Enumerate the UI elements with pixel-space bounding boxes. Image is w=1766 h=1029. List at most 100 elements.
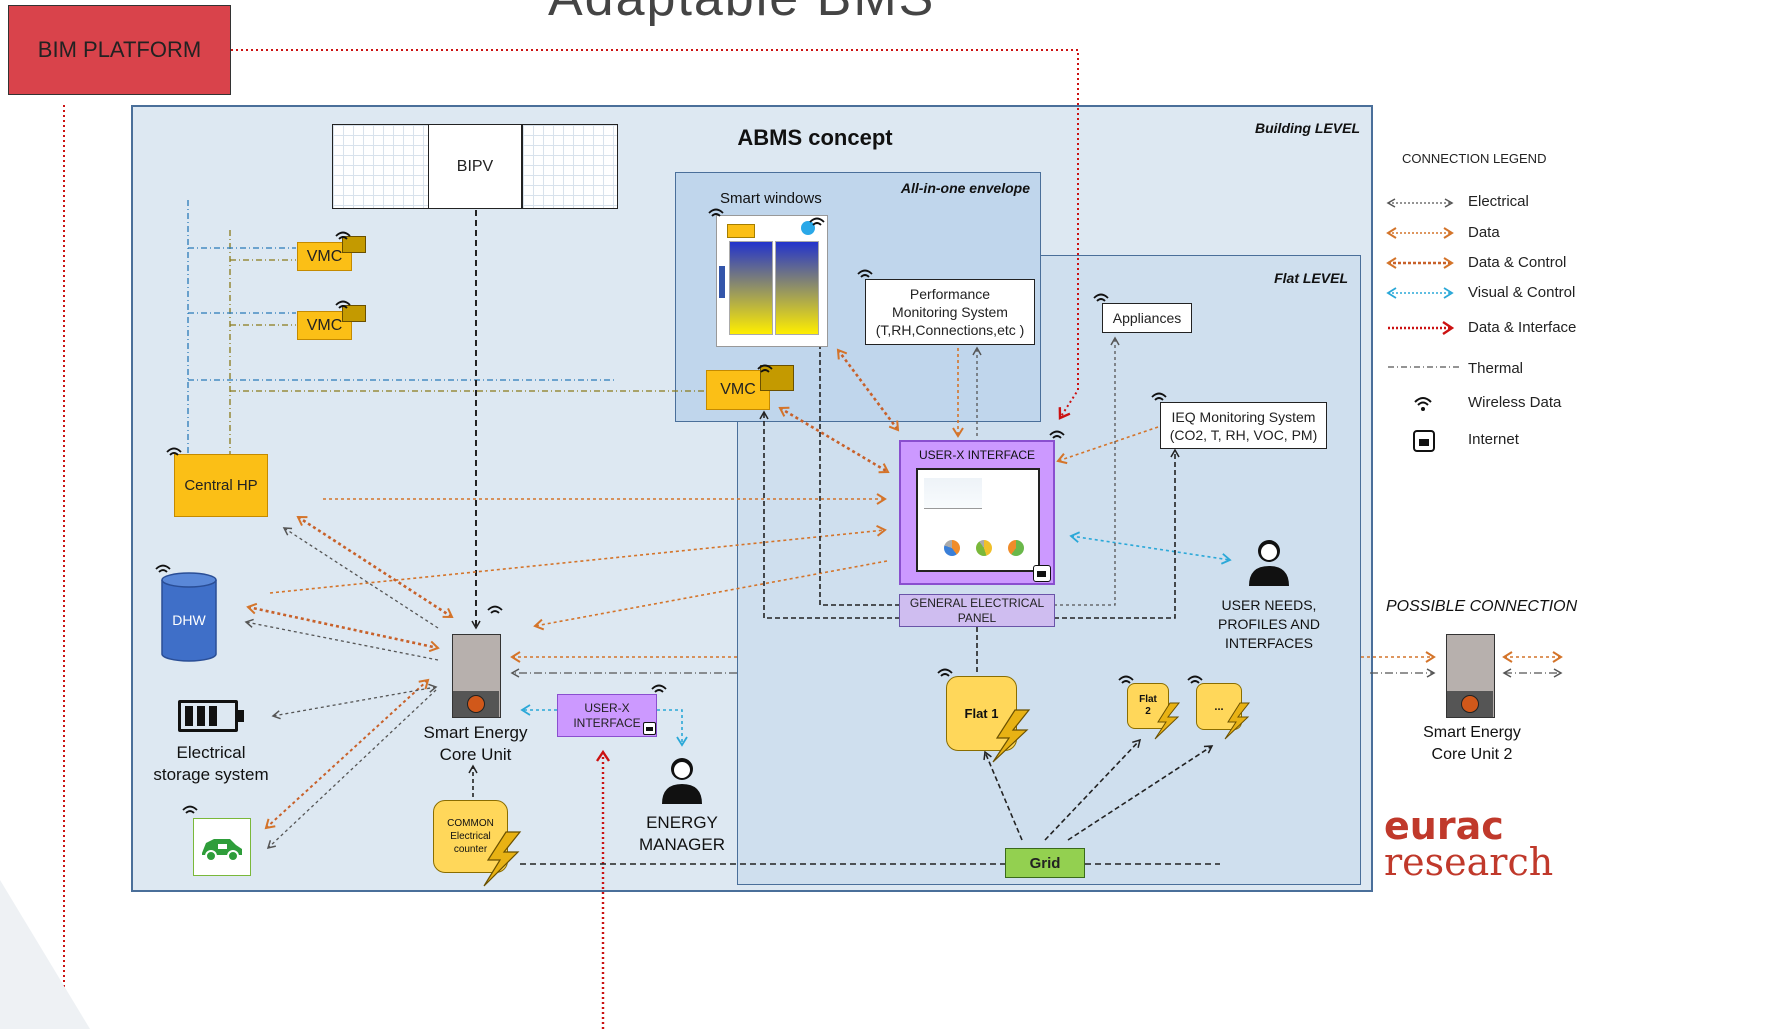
flat-label: ... (1214, 700, 1224, 713)
ethernet-icon (1033, 565, 1051, 582)
vmc-label: VMC (306, 247, 343, 265)
pms-line: Performance (909, 286, 991, 302)
secu2-line: Core Unit 2 (1431, 746, 1513, 763)
appliances-label: Appliances (1112, 310, 1182, 326)
central-hp-box[interactable]: Central HP (174, 454, 268, 517)
smart-energy-core-unit-label: Smart Energy Core Unit (408, 722, 543, 766)
legend-item: Data & Interface (1468, 319, 1577, 336)
user-needs-avatar (1245, 536, 1293, 588)
wifi-icon (155, 208, 1203, 814)
bipv-label: BIPV (429, 125, 521, 208)
user-x-interface-main[interactable]: USER-X INTERFACE (899, 440, 1055, 585)
legend-item: Thermal (1468, 360, 1524, 377)
secu-line: Smart Energy (423, 723, 528, 742)
smart-energy-core-unit-2[interactable] (1446, 634, 1495, 718)
ethernet-icon (643, 722, 656, 735)
flat-1[interactable]: Flat 1 (946, 676, 1017, 751)
legend-item: Electrical (1468, 193, 1529, 210)
performance-monitoring-box[interactable]: Performance Monitoring System (T,RH,Conn… (865, 279, 1035, 345)
user-x-interface-label: USER-X INTERFACE (918, 448, 1035, 462)
em-line: ENERGY (646, 813, 718, 832)
gep-line: PANEL (957, 610, 997, 625)
logo-line-2: research (1384, 840, 1554, 884)
pie-icon (976, 540, 992, 556)
dhw-label: DHW (172, 612, 206, 628)
smart-window[interactable] (716, 215, 828, 347)
flat-label: Flat 1 (964, 706, 999, 721)
general-electrical-panel[interactable]: GENERAL ELECTRICAL PANEL (899, 594, 1055, 627)
wifi-icon (1414, 397, 1432, 411)
cc-line: counter (453, 844, 488, 855)
lightning-icon (483, 831, 522, 887)
smart-energy-core-unit-2-label: Smart Energy Core Unit 2 (1402, 722, 1542, 766)
window-actuator (727, 224, 755, 238)
abms-concept-title: ABMS concept (737, 125, 893, 150)
un-line: USER NEEDS, (1221, 597, 1317, 613)
vmc-label: VMC (720, 381, 756, 398)
gep-line: GENERAL ELECTRICAL (909, 595, 1045, 610)
legend-title: CONNECTION LEGEND (1402, 151, 1547, 166)
ev-car-icon[interactable] (193, 818, 251, 876)
es-line: storage system (153, 765, 269, 784)
eurac-research-logo: eurac research (1384, 806, 1564, 882)
energy-manager-label: ENERGY MANAGER (620, 812, 744, 856)
grid-label: Grid (1029, 854, 1061, 872)
uxs-line: USER-X (584, 700, 630, 715)
window-pane-right (775, 241, 819, 335)
smart-windows-label: Smart windows (720, 190, 822, 207)
person-icon (662, 758, 702, 804)
lightning-icon (1154, 702, 1181, 740)
bipv-divider (428, 125, 430, 208)
legend-item: Data & Control (1468, 254, 1567, 271)
flat-2[interactable]: Flat 2 (1127, 683, 1169, 729)
car-icon (202, 839, 242, 862)
user-x-interface-small[interactable]: USER-X INTERFACE (557, 694, 657, 737)
bim-platform-box[interactable]: BIM PLATFORM (8, 5, 231, 95)
legend-item: Wireless Data (1468, 394, 1562, 411)
logo-line-1: eurac (1384, 804, 1504, 848)
em-line: MANAGER (639, 835, 725, 854)
electrical-storage-label: Electrical storage system (145, 742, 277, 786)
flat-level-label: Flat LEVEL (1274, 270, 1348, 286)
cc-line: Electrical (450, 831, 491, 842)
dashboard-chart-area (924, 478, 982, 509)
bipv-panel[interactable]: BIPV (332, 124, 618, 209)
legend-item: Visual & Control (1468, 284, 1576, 301)
dhw-tank[interactable]: DHW (161, 572, 217, 662)
possible-connection-label: POSSIBLE CONNECTION (1386, 598, 1578, 615)
vmc-unit-3[interactable]: VMC (706, 370, 770, 410)
flat-label: 2 (1145, 706, 1151, 717)
power-button-icon (467, 695, 485, 713)
cc-line: COMMON (447, 818, 494, 829)
uxs-line: INTERFACE (573, 715, 641, 730)
window-blind (719, 266, 725, 298)
pie-icon (1008, 540, 1024, 556)
page-title: Adaptable BMS (548, 0, 935, 28)
ieq-line: (CO2, T, RH, VOC, PM) (1169, 426, 1318, 443)
window-pane-left (729, 241, 773, 335)
es-line: Electrical (176, 743, 246, 762)
cylinder-icon (161, 572, 217, 662)
energy-manager-avatar (658, 754, 706, 806)
ethernet-icon (1413, 430, 1435, 452)
vmc-controller-icon (342, 236, 366, 253)
bim-platform-label: BIM PLATFORM (37, 37, 202, 62)
lightning-icon (1224, 702, 1251, 740)
envelope-label: All-in-one envelope (900, 180, 1030, 196)
un-line: PROFILES AND (1218, 616, 1320, 632)
legend-item: Internet (1468, 431, 1519, 448)
ieq-monitoring-box[interactable]: IEQ Monitoring System (CO2, T, RH, VOC, … (1160, 402, 1327, 449)
legend-item: Data (1468, 224, 1500, 241)
smart-energy-core-unit[interactable] (452, 634, 501, 718)
grid-box[interactable]: Grid (1005, 848, 1085, 878)
vmc-label: VMC (306, 316, 343, 334)
pms-line: Monitoring System (892, 304, 1008, 320)
window-sensor (801, 221, 815, 235)
ieq-line: IEQ Monitoring System (1171, 408, 1316, 425)
central-hp-label: Central HP (184, 477, 258, 494)
appliances-box[interactable]: Appliances (1102, 303, 1192, 333)
flat-label: Flat (1139, 694, 1157, 705)
corner-decoration (0, 880, 90, 1029)
